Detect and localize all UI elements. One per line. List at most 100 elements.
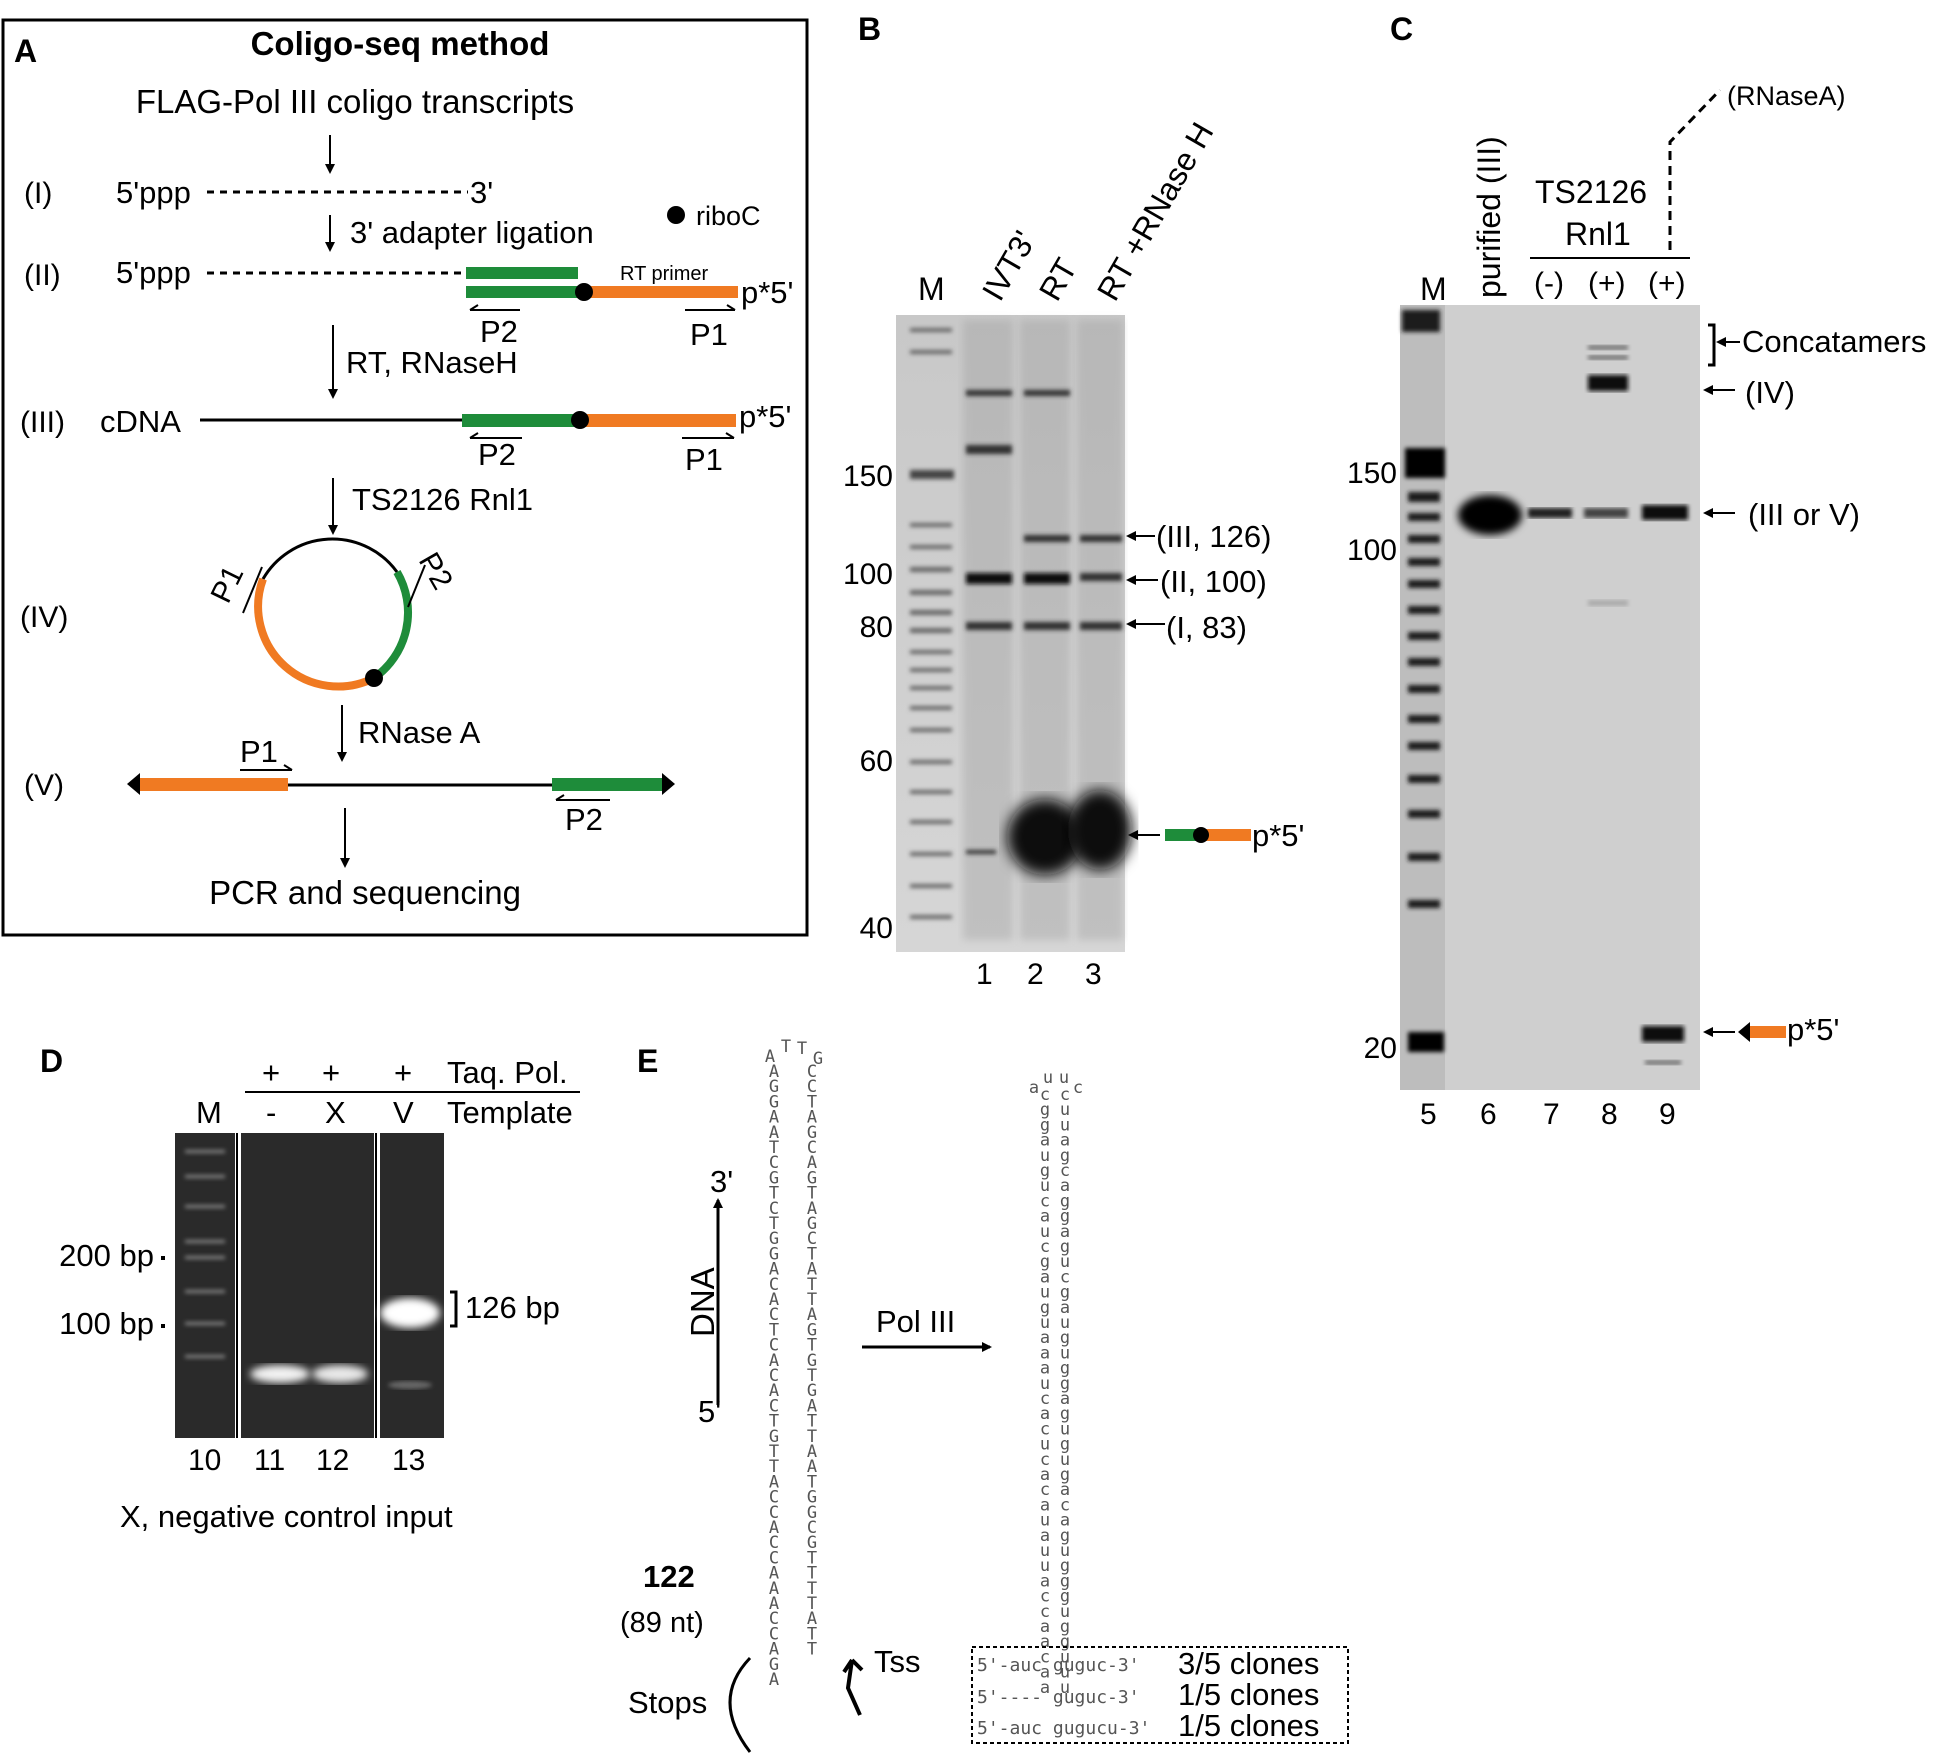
primer-c-orange (1750, 1026, 1786, 1038)
primer-b-orange (1201, 829, 1251, 841)
ts2126-label-a: TS2126 Rnl1 (352, 482, 533, 517)
step-label-4: (IV) (20, 601, 68, 634)
dna_hairpin-right-base: C (807, 1229, 817, 1249)
rna_hairpin-loop-base: a (1029, 1078, 1039, 1098)
dna_hairpin-right-base: A (807, 1396, 817, 1416)
rna_hairpin-right-base: g (1060, 1191, 1070, 1211)
pcr-label: PCR and sequencing (209, 874, 521, 911)
dna_hairpin-right-base: T (807, 1336, 817, 1356)
rna_hairpin-left-base: g (1040, 1115, 1050, 1135)
tss-arrow (842, 1658, 864, 1716)
rna_hairpin-left-base: c (1040, 1450, 1050, 1470)
rna_hairpin-left-base: g (1040, 1100, 1050, 1120)
dna_hairpin-left-base: C (769, 1199, 779, 1219)
stops-bracket (728, 1656, 752, 1753)
rna_hairpin-right-base: a (1060, 1389, 1070, 1409)
dna_hairpin-left-base: G (769, 1077, 779, 1097)
clone-seq-2: 5'---- guguc-3' (977, 1687, 1140, 1708)
p1-primer-arrow-2 (685, 304, 736, 311)
dna_hairpin-left-base: A (769, 1564, 779, 1584)
p2-primer-arrow-2 (469, 304, 520, 311)
lane-label-c-m: M (1420, 271, 1447, 307)
rna_hairpin-right-base: g (1060, 1465, 1070, 1485)
rna_hairpin-left-base: a (1040, 1328, 1050, 1348)
dna_hairpin-left-base: G (769, 1427, 779, 1447)
lane-label-d-m: M (196, 1095, 222, 1130)
dna_hairpin-left-base: A (769, 1640, 779, 1660)
rna_hairpin-left-base: a (1040, 1495, 1050, 1515)
rna_hairpin-left-base: a (1040, 1404, 1050, 1424)
dna_hairpin-left-base: T (769, 1457, 779, 1477)
panel-d-letter: D (40, 1043, 63, 1079)
adapter-green-bottom (466, 286, 584, 298)
dna_hairpin-left-base: C (769, 1366, 779, 1386)
dna_hairpin-right-base: T (807, 1564, 817, 1584)
dna_hairpin-right-base: C (807, 1138, 817, 1158)
rna_hairpin-left-base: a (1040, 1359, 1050, 1379)
dna_hairpin-right-base: A (807, 1108, 817, 1128)
dna_hairpin-loop-base: G (813, 1049, 823, 1069)
rna_hairpin-right-base: u (1060, 1602, 1070, 1622)
p1-label-4: P1 (205, 561, 251, 608)
dna_hairpin-left-base: A (769, 1518, 779, 1538)
rna_hairpin-right-base: u (1060, 1678, 1070, 1698)
rna_hairpin-left-base: g (1040, 1161, 1050, 1181)
dna_hairpin-right-base: A (807, 1199, 817, 1219)
marker-d-100-tick (161, 1324, 165, 1328)
dna_hairpin-right-base: G (807, 1214, 817, 1234)
rna_hairpin-right-base: u (1060, 1313, 1070, 1333)
dna_hairpin-right-base: G (807, 1168, 817, 1188)
primer-b-dot (1193, 827, 1209, 843)
dna_hairpin-left-base: G (769, 1168, 779, 1188)
sequence-id: 122 (643, 1559, 695, 1594)
dna-3prime: 3' (710, 1164, 733, 1199)
lane-label-b-rt: RT (1032, 252, 1084, 306)
lane-number-6: 6 (1480, 1098, 1497, 1131)
rna_hairpin-left-base: a (1040, 1343, 1050, 1363)
rna_hairpin-left-base: u (1040, 1541, 1050, 1561)
rnasea-dashed-line (1668, 88, 1722, 250)
rna_hairpin-left-base: c (1040, 1419, 1050, 1439)
marker-b-40: 40 (860, 912, 893, 945)
lane-label-b-rt-rnaseh: RT +RNase H (1090, 116, 1221, 306)
rna_hairpin-right-base: g (1060, 1571, 1070, 1591)
dna_hairpin-right-base: G (807, 1351, 817, 1371)
linear-green (552, 778, 662, 791)
panel-d-footnote: X, negative control input (120, 1499, 453, 1534)
rna_hairpin-right-base: g (1060, 1146, 1070, 1166)
ts2126-label-c: TS2126 (1535, 174, 1647, 210)
p5-label-3: p*5' (739, 399, 791, 434)
plus-1: + (262, 1055, 280, 1090)
dna_hairpin-right-base: C (807, 1062, 817, 1082)
end-cap-left (127, 773, 140, 795)
rna_hairpin-left-base: u (1040, 1146, 1050, 1166)
rna_hairpin-left-base: u (1040, 1283, 1050, 1303)
dna_hairpin-left-base: A (769, 1260, 779, 1280)
rna_hairpin-left-base: a (1040, 1663, 1050, 1683)
condition-plus-1: (+) (1588, 267, 1626, 300)
condition-plus-2: (+) (1648, 267, 1686, 300)
cdna-orange (580, 414, 736, 427)
gel-b-bands (910, 320, 1132, 940)
rna_hairpin-right-base: g (1060, 1617, 1070, 1637)
rna_hairpin-right-base: u (1060, 1541, 1070, 1561)
dna_hairpin-right-base: T (807, 1412, 817, 1432)
dna_hairpin-left-base: A (769, 1290, 779, 1310)
rna_hairpin-left-base: g (1040, 1298, 1050, 1318)
dna_hairpin-left-base: A (769, 1062, 779, 1082)
rna_hairpin-left-base: g (1040, 1252, 1050, 1272)
marker-d-200-tick (161, 1256, 165, 1260)
dna_hairpin-left-base: C (769, 1548, 779, 1568)
dna_hairpin-right-base: C (807, 1518, 817, 1538)
rna_hairpin-loop-base: c (1073, 1078, 1083, 1098)
taq-label: Taq. Pol. (447, 1055, 568, 1090)
rna_hairpin-right-base: u (1060, 1343, 1070, 1363)
annot-b-100: (II, 100) (1160, 564, 1267, 599)
marker-c-150: 150 (1347, 457, 1397, 490)
rna_hairpin-left-base: c (1040, 1587, 1050, 1607)
step-label-5: (V) (24, 769, 64, 802)
rna_hairpin-left-base: u (1040, 1313, 1050, 1333)
rna_hairpin-right-base: g (1060, 1328, 1070, 1348)
dna_hairpin-right-base: A (807, 1442, 817, 1462)
lane-number-9: 9 (1659, 1098, 1676, 1131)
